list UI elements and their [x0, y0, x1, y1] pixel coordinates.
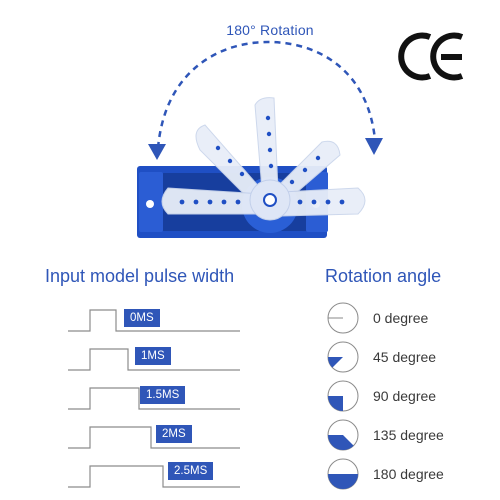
angle-label-3: 135 degree [373, 427, 444, 443]
pulse-wave-0 [68, 309, 240, 332]
pulse-label-0: 0MS [124, 309, 160, 327]
horn-hub [263, 193, 277, 207]
pulse-wave-2 [68, 387, 240, 410]
pulse-wave-3 [68, 426, 240, 449]
angle-label-0: 0 degree [373, 310, 429, 326]
angle-circle-3 [327, 419, 359, 451]
pulse-label-2: 1.5MS [140, 386, 186, 404]
arc-arrow-left [148, 144, 166, 160]
arc-arrow-right [365, 138, 383, 155]
angle-circle-0 [327, 302, 359, 334]
servo-horns [161, 97, 366, 221]
pulse-width-heading: Input model pulse width [45, 266, 235, 286]
horn-holes [179, 115, 345, 205]
ce-mark [398, 32, 464, 81]
pulse-waveforms [68, 309, 240, 488]
rotation-arc [156, 40, 377, 149]
rotation-label: 180° Rotation [226, 22, 314, 38]
angle-label-2: 90 degree [373, 388, 437, 404]
pulse-wave-4 [68, 465, 240, 488]
angle-circles [327, 302, 359, 490]
angle-circle-1 [327, 341, 359, 373]
angle-label-4: 180 degree [373, 466, 444, 482]
angle-circle-4 [327, 458, 359, 490]
rotation-angle-heading: Rotation angle [325, 266, 442, 286]
pulse-label-3: 2MS [156, 425, 192, 443]
pulse-label-4: 2.5MS [168, 462, 214, 480]
angle-label-1: 45 degree [373, 349, 437, 365]
pulse-label-1: 1MS [135, 347, 171, 365]
angle-circle-2 [327, 380, 359, 412]
pulse-wave-1 [68, 348, 240, 371]
